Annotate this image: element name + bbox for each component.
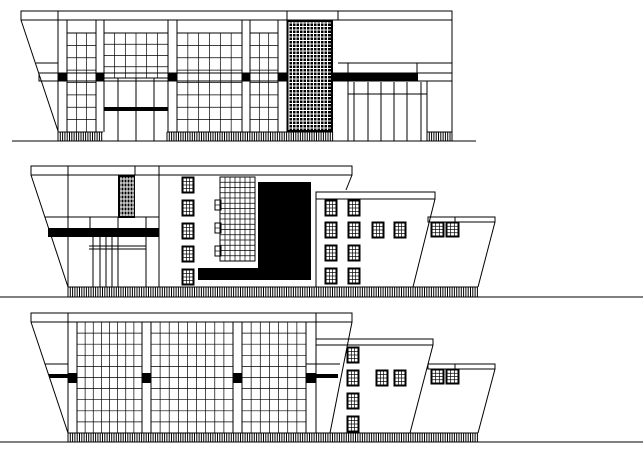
base-hatching — [67, 286, 478, 297]
roof-cap — [30, 312, 353, 323]
dark-band-block — [233, 373, 242, 383]
dark-band-block — [242, 73, 250, 81]
dark-band — [48, 228, 159, 237]
band — [49, 374, 69, 378]
mesh-panel — [287, 20, 333, 132]
dark-band-block — [58, 73, 67, 81]
slanted-wall — [329, 321, 353, 434]
dark-band-block — [278, 73, 287, 81]
dark-band-block — [68, 373, 77, 383]
dark-band-block — [168, 73, 177, 81]
black-panel-base — [198, 268, 311, 280]
band — [306, 374, 338, 378]
side-elevation — [0, 165, 643, 298]
base-hatching — [67, 432, 478, 442]
base-hatching — [57, 131, 103, 141]
front-elevation — [12, 10, 476, 142]
dark-band-block — [306, 373, 316, 383]
base-hatching — [426, 131, 452, 141]
roof-cap — [315, 191, 436, 200]
roof-cap — [315, 338, 434, 346]
dark-band-block — [333, 73, 418, 81]
black-panel — [258, 182, 311, 280]
slanted-wall — [409, 344, 434, 434]
base-hatching — [166, 131, 334, 141]
slanted-wall — [477, 221, 496, 288]
roof-cap — [20, 10, 453, 21]
dark-band-block — [142, 373, 151, 383]
storefront — [347, 80, 428, 142]
roof-cap — [30, 165, 353, 176]
rear-elevation — [0, 312, 643, 443]
roof-cap — [427, 363, 496, 370]
slanted-wall — [477, 368, 496, 434]
slanted-wall — [345, 174, 353, 191]
slanted-wall — [412, 198, 436, 288]
dark-band-block — [96, 73, 104, 81]
roof-cap — [427, 216, 496, 223]
